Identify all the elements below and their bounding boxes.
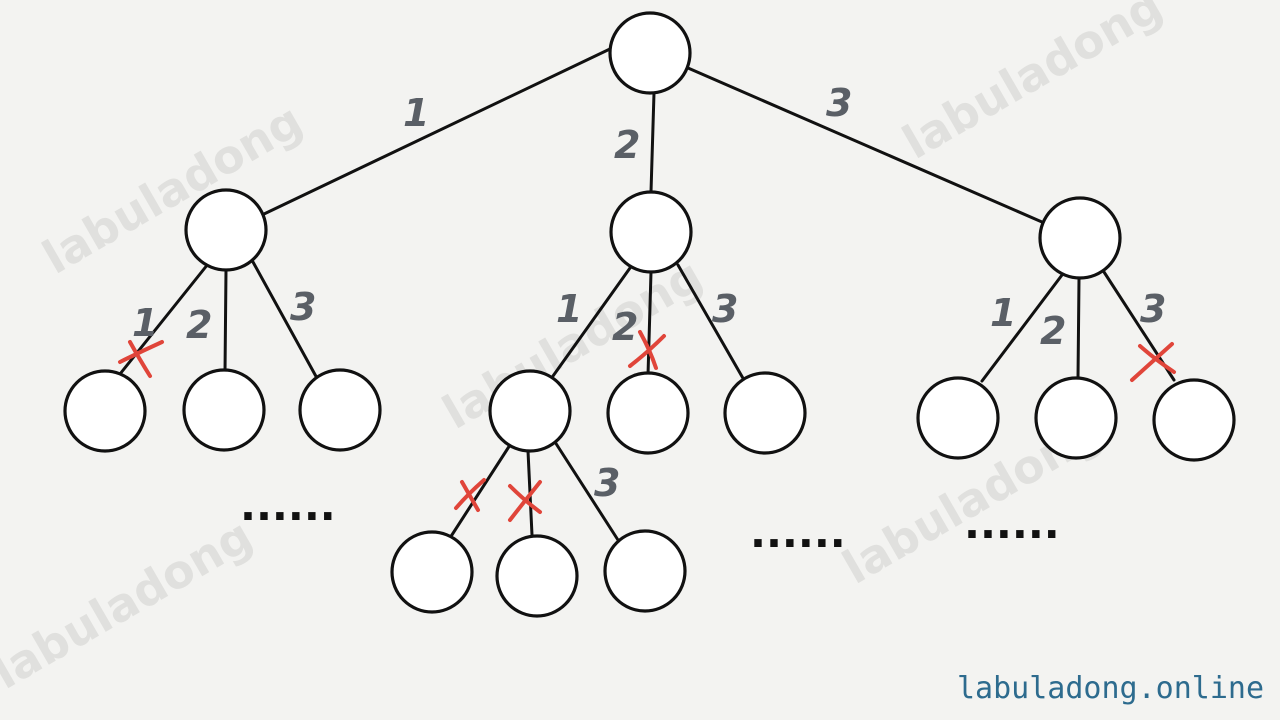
tree-node xyxy=(723,371,807,455)
edge-label: 1 xyxy=(990,291,1016,335)
tree-node-root xyxy=(608,11,692,95)
edge-label: 3 xyxy=(1140,287,1166,331)
edge-a-a3 xyxy=(251,260,320,382)
tree-node xyxy=(1152,378,1236,462)
edge-c-c2 xyxy=(1076,277,1081,380)
tree-node xyxy=(63,369,147,453)
tree-node xyxy=(390,530,474,614)
tree-node xyxy=(1038,196,1122,280)
watermarks: labuladong labuladong labuladong labulad… xyxy=(0,0,1171,700)
brand-url: labuladong.online xyxy=(956,671,1264,706)
tree-node xyxy=(184,188,268,272)
edge-label: 2 xyxy=(186,303,212,347)
tree-node xyxy=(606,371,690,455)
tree-node xyxy=(603,529,687,613)
edge-label: 1 xyxy=(403,91,429,135)
tree-node xyxy=(182,368,266,452)
prune-mark-icon xyxy=(118,340,164,378)
watermark: labuladong xyxy=(894,0,1172,170)
edge-label: 3 xyxy=(712,287,738,331)
tree-node xyxy=(916,376,1000,460)
edge-c-c1 xyxy=(980,273,1064,383)
edge-ba-ba3 xyxy=(553,440,620,542)
ellipses: ...... ...... ...... xyxy=(240,481,1060,557)
edge-label: 2 xyxy=(612,305,638,349)
edge-root-c xyxy=(686,66,1044,224)
prune-mark-icon xyxy=(628,330,666,370)
edge-b-ba xyxy=(551,266,632,378)
prune-marks xyxy=(118,330,1176,522)
prune-mark-icon xyxy=(1130,342,1176,382)
edge-label: 2 xyxy=(614,123,640,167)
edge-b-b2 xyxy=(646,270,653,377)
edge-ba-ba1 xyxy=(446,443,512,543)
edge-label: 3 xyxy=(826,81,852,125)
edge-label: 1 xyxy=(556,287,582,331)
prune-mark-icon xyxy=(454,478,486,512)
ellipsis-right: ...... xyxy=(964,499,1060,548)
tree-node xyxy=(495,534,579,618)
edge-label: 1 xyxy=(132,301,158,345)
tree-node xyxy=(609,190,693,274)
edge-labels: 1 2 3 1 2 3 1 2 3 1 2 3 3 xyxy=(132,81,1166,505)
tree-node xyxy=(488,369,572,453)
edge-label: 3 xyxy=(290,285,316,329)
watermark: labuladong xyxy=(34,93,312,285)
tree-edges xyxy=(118,46,1176,543)
tree-node xyxy=(1034,376,1118,460)
tree-node xyxy=(298,368,382,452)
ellipsis-middle: ...... xyxy=(750,508,846,557)
ellipsis-left: ...... xyxy=(240,481,336,530)
edge-label: 2 xyxy=(1040,309,1066,353)
edge-a-a2 xyxy=(223,268,228,374)
edge-root-b xyxy=(649,91,656,194)
edge-root-a xyxy=(262,46,614,216)
tree-nodes xyxy=(63,11,1236,618)
prune-mark-icon xyxy=(508,480,542,522)
edge-label: 3 xyxy=(594,461,620,505)
edge-b-b3 xyxy=(676,263,746,382)
watermark: labuladong xyxy=(0,508,261,700)
